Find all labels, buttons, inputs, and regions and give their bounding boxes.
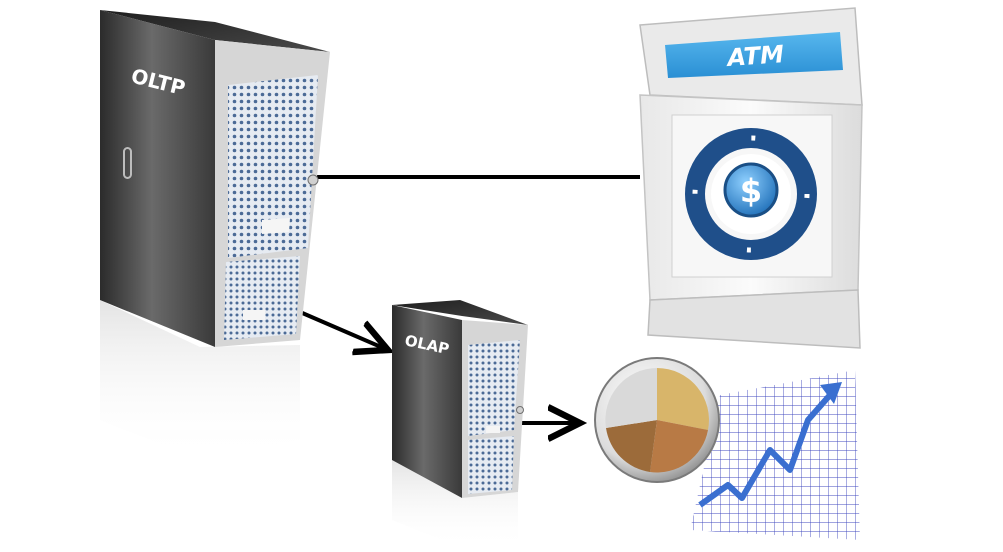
dollar-coin-icon: [723, 162, 779, 218]
oltp-vent-upper: [228, 75, 318, 258]
oltp-handle: [123, 147, 132, 179]
oltp-front-panel: [100, 10, 215, 347]
oltp-bay-bottom: [243, 310, 265, 320]
atm-ring-highlight: [692, 135, 810, 253]
atm-machine-icon: ATM $: [639, 7, 863, 349]
olap-server: OLAP: [392, 300, 528, 548]
dollar-symbol: $: [740, 172, 762, 210]
olap-bay-slot: [486, 426, 500, 433]
olap-vent-lower: [468, 436, 514, 494]
olap-top-face: [392, 300, 528, 325]
pie-chart-growth-icon: [594, 357, 860, 540]
pie-slice-silver: [605, 368, 657, 428]
olap-reflection: [392, 460, 518, 548]
olap-power-button-icon: [516, 406, 524, 414]
oltp-vent-lower: [224, 256, 300, 340]
olap-front-panel: [392, 305, 462, 498]
growth-trend-line: [698, 393, 833, 508]
edge-oltp-olap: [299, 310, 388, 350]
pie-slice-gold: [657, 368, 709, 430]
pie-slice-bronze: [606, 420, 657, 472]
oltp-reflection: [100, 300, 300, 460]
atm-banner: [665, 32, 843, 78]
olap-vent-upper: [468, 340, 520, 436]
atm-base: [647, 289, 861, 349]
power-button-icon: [307, 174, 319, 186]
atm-label: ATM: [724, 40, 784, 72]
oltp-server: OLTP: [100, 10, 330, 460]
growth-arrow-head-icon: [820, 382, 842, 404]
oltp-bay-slot: [262, 218, 290, 234]
pie-slice-copper: [650, 420, 708, 473]
server-top-icon: [100, 10, 330, 52]
